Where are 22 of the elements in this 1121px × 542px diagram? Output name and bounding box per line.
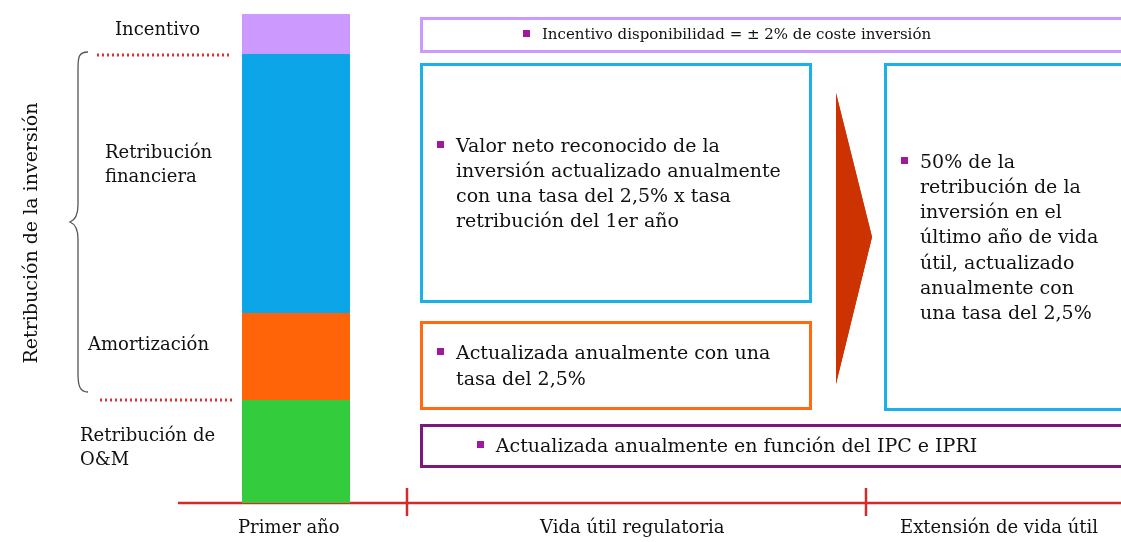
description-text: Incentivo disponibilidad = ± 2% de coste inversión <box>541 25 932 45</box>
timeline-label: Extensión de vida útil <box>900 516 1099 537</box>
text-box <box>420 321 812 410</box>
description-text: 50% de la retribución de la inversión en el último año de vida útil, actualizado anualmente con una tasa del 2,5% <box>920 149 1100 325</box>
description-text: Valor neto reconocido de la inversión actualizado anualmente con una tasa del 2,5% x tasa retribución del 1er año <box>456 132 782 234</box>
segment-label: Retribución de O&M <box>80 423 217 472</box>
text-box <box>420 424 1121 468</box>
description-text: Actualizada anualmente en función del IPC e IPRI <box>495 433 978 459</box>
timeline-label: Primer año <box>238 516 340 537</box>
axis-label: Retribución de la inversión <box>19 101 41 366</box>
bar-segment <box>242 313 350 400</box>
bar-segment <box>242 400 350 503</box>
bar-segment <box>242 54 350 313</box>
segment-label: Incentivo <box>114 17 201 41</box>
timeline-label: Vida útil regulatoria <box>540 516 725 537</box>
text-box <box>884 63 1121 411</box>
segment-label: Retribución financiera <box>105 140 214 189</box>
bar-segment <box>242 14 350 54</box>
segment-label: Amortización <box>88 332 210 356</box>
text-box <box>420 17 1121 53</box>
text-box <box>420 63 812 303</box>
description-text: Actualizada anualmente con una tasa del 2,5% <box>456 340 772 391</box>
